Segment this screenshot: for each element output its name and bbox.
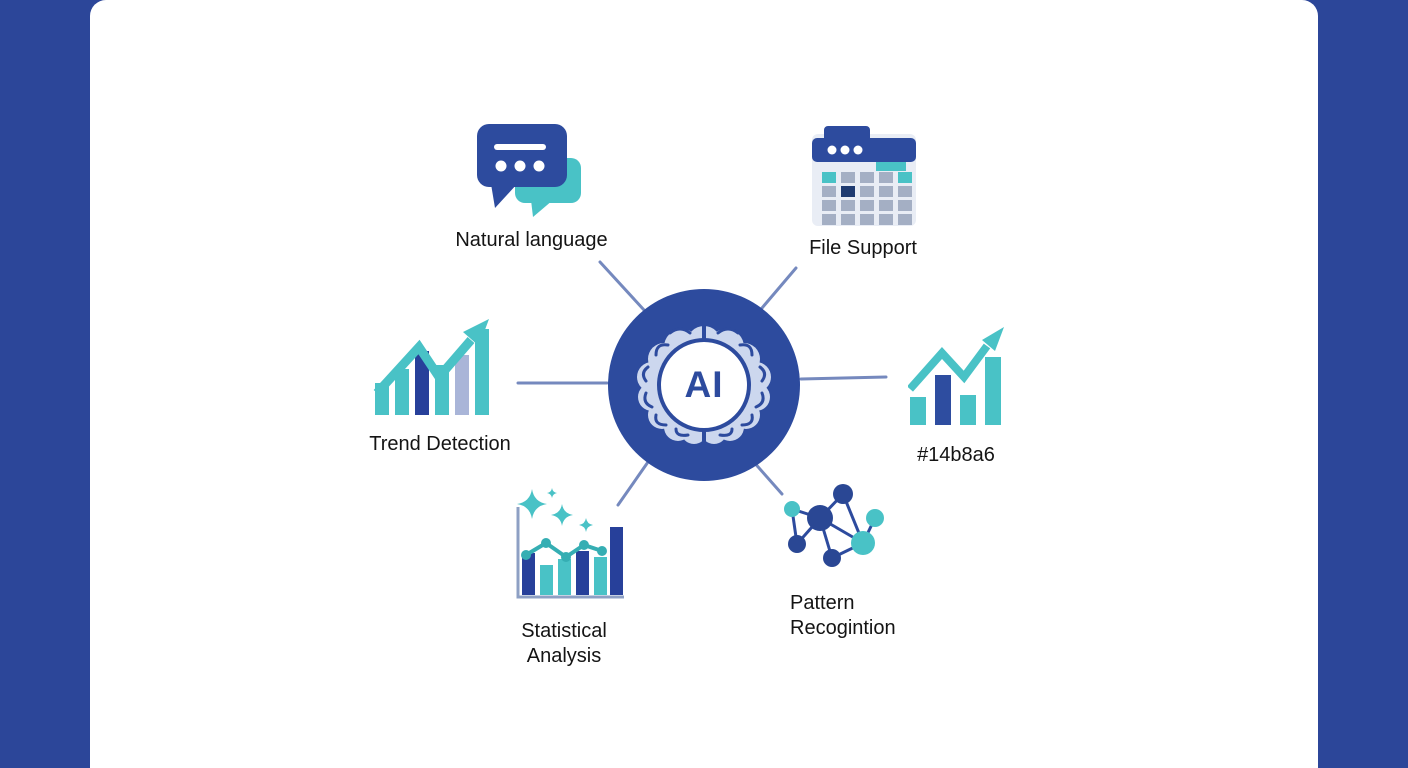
feature-label: File Support — [809, 237, 917, 259]
connector-line — [799, 375, 888, 381]
feature-label: Pattern — [790, 592, 855, 614]
connector-line — [616, 460, 650, 507]
feature-label: Analysis — [526, 645, 602, 667]
sparkle-bar-chart-icon — [516, 488, 624, 599]
ai-hub: AI — [608, 289, 800, 481]
connector-line — [760, 266, 798, 310]
feature-label: Natural language — [455, 229, 608, 251]
feature-trend-detection: Trend Detection — [353, 313, 527, 457]
feature-label: Trend Detection — [369, 433, 511, 455]
feature-label: Statistical — [521, 620, 607, 642]
chat-bubbles-icon — [477, 124, 581, 217]
network-graph-icon — [784, 484, 884, 567]
feature-label: #14b8a6 — [917, 444, 995, 466]
feature-color-hex: #14b8a6 — [869, 313, 1043, 468]
feature-file-support: File Support — [776, 118, 950, 261]
trend-arrow-chart-icon — [373, 319, 489, 415]
feature-natural-language: Natural language — [444, 122, 619, 253]
feature-pattern-recognition: Pattern Recogintion — [782, 483, 942, 641]
ai-hub-label: AI — [657, 338, 751, 432]
feature-statistical-analysis: Statistical Analysis — [477, 487, 651, 669]
sparkle-icon — [517, 488, 593, 532]
feature-label: Recogintion — [790, 617, 896, 639]
growth-arrow-chart-icon — [908, 327, 1004, 425]
connector-line — [598, 260, 646, 312]
spreadsheet-grid-icon — [812, 126, 916, 226]
connector-line — [750, 458, 784, 496]
